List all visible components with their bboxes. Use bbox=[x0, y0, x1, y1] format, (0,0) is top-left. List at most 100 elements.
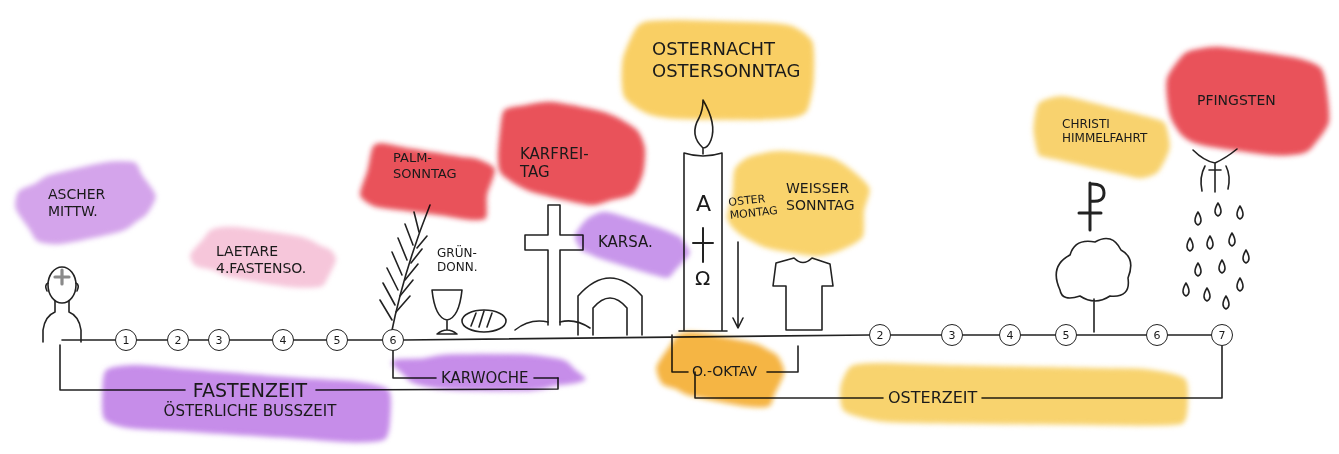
day-label: GRÜN- DONN. bbox=[437, 246, 499, 275]
ash-cross bbox=[55, 270, 69, 284]
watercolor-blob bbox=[830, 355, 1200, 435]
bread bbox=[471, 311, 492, 327]
label-text: WEISSER SONNTAG bbox=[786, 180, 871, 214]
week-number-circle: 1 bbox=[115, 329, 137, 351]
watercolor-blob bbox=[570, 206, 694, 281]
timeline-segment bbox=[1077, 334, 1146, 336]
feast-label: PALM- SONNTAG bbox=[355, 140, 500, 225]
week-number: 2 bbox=[870, 325, 890, 345]
timeline-segment bbox=[891, 334, 941, 336]
timeline bbox=[404, 335, 869, 340]
tomb bbox=[578, 278, 642, 335]
timeline-segment bbox=[348, 339, 382, 341]
watercolor-blob bbox=[723, 144, 873, 263]
dove bbox=[1193, 149, 1237, 192]
week-number: 4 bbox=[273, 330, 293, 350]
week-number: 3 bbox=[209, 330, 229, 350]
week-number-circle: 5 bbox=[326, 329, 348, 351]
week-number-circle: 6 bbox=[1146, 324, 1168, 346]
timeline-segment bbox=[230, 339, 272, 341]
watercolor-blob bbox=[11, 156, 161, 250]
head bbox=[43, 301, 81, 342]
week-number: 6 bbox=[383, 330, 403, 350]
week-number: 3 bbox=[942, 325, 962, 345]
period-label: OSTERZEIT bbox=[830, 355, 1200, 435]
label-text: OSTERZEIT bbox=[888, 388, 977, 407]
label-text: CHRISTI HIMMELFAHRT bbox=[1062, 117, 1162, 146]
week-number: 5 bbox=[1056, 325, 1076, 345]
feast-label: PFINGSTEN bbox=[1160, 42, 1338, 160]
week-number-circle: 3 bbox=[208, 329, 230, 351]
feast-label: ASCHER MITTW. bbox=[10, 160, 160, 245]
label-text: PALM- SONNTAG bbox=[393, 150, 468, 181]
timeline-segment bbox=[189, 339, 208, 341]
chalice bbox=[432, 290, 462, 334]
palm-branch bbox=[391, 205, 430, 335]
watercolor-blob bbox=[653, 329, 787, 410]
candle-cross bbox=[693, 228, 713, 262]
cross bbox=[525, 205, 583, 325]
week-number-circle: 3 bbox=[941, 324, 963, 346]
week-number-circle: 4 bbox=[999, 324, 1021, 346]
christ-monogram bbox=[1079, 183, 1104, 230]
fire-drop bbox=[1183, 203, 1249, 309]
week-number: 7 bbox=[1212, 325, 1232, 345]
week-number-circle: 2 bbox=[869, 324, 891, 346]
timeline-segment bbox=[294, 339, 326, 341]
label-text: KARFREI- TAG bbox=[520, 145, 610, 181]
alpha-letter: A bbox=[696, 191, 711, 217]
watercolor-blob bbox=[839, 358, 1189, 433]
feast-label: KARSA. bbox=[570, 212, 695, 277]
week-number: 5 bbox=[327, 330, 347, 350]
watercolor-blob bbox=[10, 160, 160, 245]
drawing bbox=[43, 100, 1249, 398]
cloud-tree bbox=[1056, 238, 1131, 332]
label-text: OSTERNACHT OSTERSONNTAG bbox=[652, 38, 822, 81]
week-number: 1 bbox=[116, 330, 136, 350]
watercolor-blob bbox=[1027, 92, 1175, 183]
period-label: O.-OKTAV bbox=[652, 330, 792, 410]
feast-label: OSTERNACHT OSTERSONNTAG bbox=[615, 10, 825, 130]
week-number-circle: 6 bbox=[382, 329, 404, 351]
timeline-segment bbox=[137, 339, 167, 341]
feast-label: LAETARE 4.FASTENSO. bbox=[185, 225, 345, 290]
timeline-segment bbox=[1021, 334, 1055, 336]
watercolor-blob bbox=[1155, 33, 1339, 170]
week-number-circle: 2 bbox=[167, 329, 189, 351]
label-text: O.-OKTAV bbox=[692, 363, 757, 380]
timeline-segment bbox=[1168, 334, 1211, 336]
white-garment bbox=[773, 258, 833, 330]
watercolor-blob bbox=[100, 363, 393, 447]
watercolor-blob bbox=[485, 87, 656, 219]
watercolor-blob bbox=[358, 140, 496, 226]
week-number: 6 bbox=[1147, 325, 1167, 345]
label-text: ASCHER MITTW. bbox=[48, 186, 128, 220]
week-number: 4 bbox=[1000, 325, 1020, 345]
omega-letter: Ω bbox=[695, 266, 710, 290]
head bbox=[48, 267, 76, 303]
bread bbox=[462, 310, 506, 332]
label-text: LAETARE 4.FASTENSO. bbox=[216, 243, 331, 277]
period-label: KARWOCHE bbox=[385, 348, 590, 396]
feast-label: CHRISTI HIMMELFAHRT bbox=[1025, 95, 1175, 180]
watercolor-blob bbox=[390, 347, 586, 396]
week-number-circle: 4 bbox=[272, 329, 294, 351]
week-number-circle: 7 bbox=[1211, 324, 1233, 346]
week-number-circle: 5 bbox=[1055, 324, 1077, 346]
label-text: FASTENZEIT ÖSTERLICHE BUSSZEIT bbox=[159, 379, 341, 420]
label-text: PFINGSTEN bbox=[1197, 92, 1276, 109]
label-text: KARSA. bbox=[598, 233, 653, 251]
palm-branch bbox=[380, 212, 427, 320]
easter-candle bbox=[679, 153, 727, 331]
timeline-segment bbox=[963, 334, 999, 336]
watercolor-blob bbox=[188, 223, 338, 291]
label-text: KARWOCHE bbox=[441, 369, 529, 387]
timeline bbox=[62, 339, 115, 341]
week-number: 2 bbox=[168, 330, 188, 350]
period-label: FASTENZEIT ÖSTERLICHE BUSSZEIT bbox=[90, 362, 400, 447]
down-arrow bbox=[733, 242, 743, 328]
feast-label: KARFREI- TAG bbox=[487, 100, 652, 205]
